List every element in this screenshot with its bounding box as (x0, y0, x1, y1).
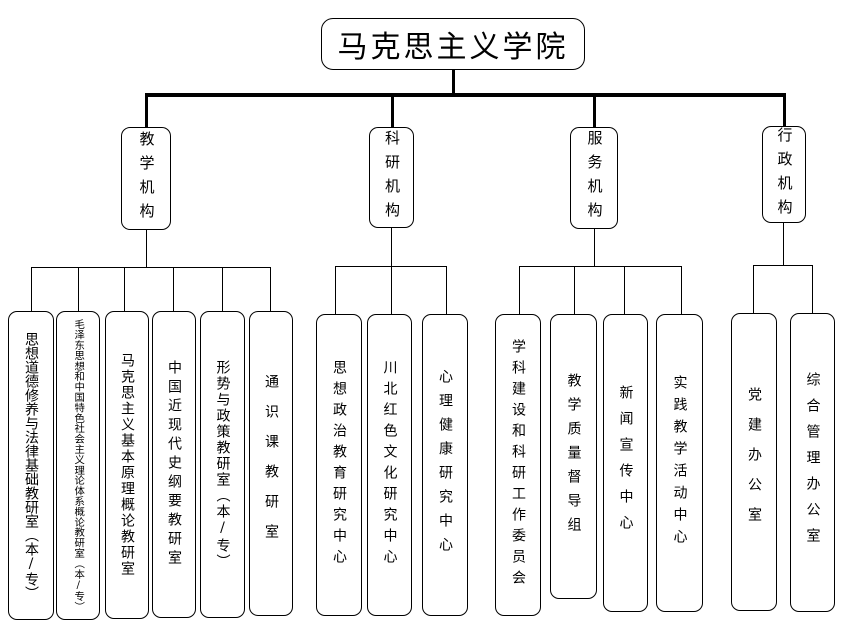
unit-node: 新闻宣传中心 (603, 314, 648, 612)
connector (146, 230, 147, 267)
unit-label: 中国近现代史纲要教研室 (166, 360, 182, 569)
unit-node: 川北红色文化研究中心 (367, 314, 412, 616)
connector (31, 267, 32, 311)
unit-label: 心理健康研究中心 (437, 369, 453, 561)
root-connector (452, 70, 455, 95)
category-label: 行政机构 (775, 126, 794, 223)
unit-node: 心理健康研究中心 (422, 314, 468, 616)
connector (753, 265, 812, 266)
connector (335, 266, 336, 314)
unit-node: 实践教学活动中心 (656, 314, 703, 612)
connector (753, 265, 754, 313)
connector (519, 266, 520, 314)
connector (446, 266, 447, 314)
category-node-service: 服务机构 (570, 127, 618, 229)
connector (783, 223, 784, 265)
root-label: 马克思主义学院 (337, 30, 569, 65)
connector (173, 267, 174, 311)
category-label: 教学机构 (137, 130, 156, 227)
unit-node: 中国近现代史纲要教研室 (152, 311, 196, 618)
connector (31, 267, 270, 268)
category-node-research: 科研机构 (369, 127, 414, 228)
category-node-teaching: 教学机构 (121, 127, 171, 230)
unit-node: 思想政治教育研究中心 (316, 314, 362, 616)
unit-node: 党建办公室 (731, 313, 777, 611)
unit-label: 教学质量督导组 (565, 372, 582, 541)
category-label: 服务机构 (585, 130, 604, 226)
category-drop-2 (391, 93, 394, 128)
connector (124, 267, 125, 311)
connector (681, 266, 682, 314)
unit-node: 毛泽东思想和中国特色社会主义理论体系概论教研室（本/专） (56, 311, 100, 620)
unit-label: 川北红色文化研究中心 (381, 360, 398, 570)
unit-label: 形势与政策教研室（本/专） (214, 359, 231, 570)
unit-node: 学科建设和科研工作委员会 (495, 314, 541, 616)
unit-label: 思想政治教育研究中心 (331, 360, 347, 570)
unit-label: 通识课教研室 (263, 373, 279, 554)
unit-label: 新闻宣传中心 (617, 385, 634, 541)
connector (594, 229, 595, 266)
unit-node: 形势与政策教研室（本/专） (200, 311, 245, 618)
root-node: 马克思主义学院 (321, 18, 585, 70)
unit-node: 思想道德修养与法律基础教研室（本/专） (8, 311, 54, 620)
category-bus (145, 93, 786, 97)
unit-label: 思想道德修养与法律基础教研室（本/专） (23, 331, 39, 600)
unit-node: 综合管理办公室 (790, 313, 835, 612)
unit-label: 马克思主义基本原理概论教研室 (119, 353, 135, 577)
connector (78, 267, 79, 311)
unit-node: 通识课教研室 (249, 311, 293, 616)
connector (812, 265, 813, 313)
connector (574, 266, 575, 314)
category-drop-3 (593, 93, 596, 128)
connector (391, 266, 392, 314)
unit-label: 综合管理办公室 (804, 371, 821, 554)
connector (270, 267, 271, 311)
connector (519, 266, 681, 267)
unit-label: 实践教学活动中心 (671, 375, 688, 551)
category-drop-4 (783, 93, 786, 128)
connector (624, 266, 625, 314)
connector (222, 267, 223, 311)
connector (391, 228, 392, 266)
unit-node: 马克思主义基本原理概论教研室 (105, 311, 149, 619)
category-node-admin: 行政机构 (762, 126, 806, 223)
unit-label: 毛泽东思想和中国特色社会主义理论体系概论教研室（本/专） (72, 319, 85, 612)
unit-label: 党建办公室 (746, 387, 762, 537)
category-label: 科研机构 (383, 129, 401, 226)
unit-node: 教学质量督导组 (550, 314, 597, 599)
category-drop-1 (145, 93, 148, 128)
unit-label: 学科建设和科研工作委员会 (510, 339, 526, 591)
